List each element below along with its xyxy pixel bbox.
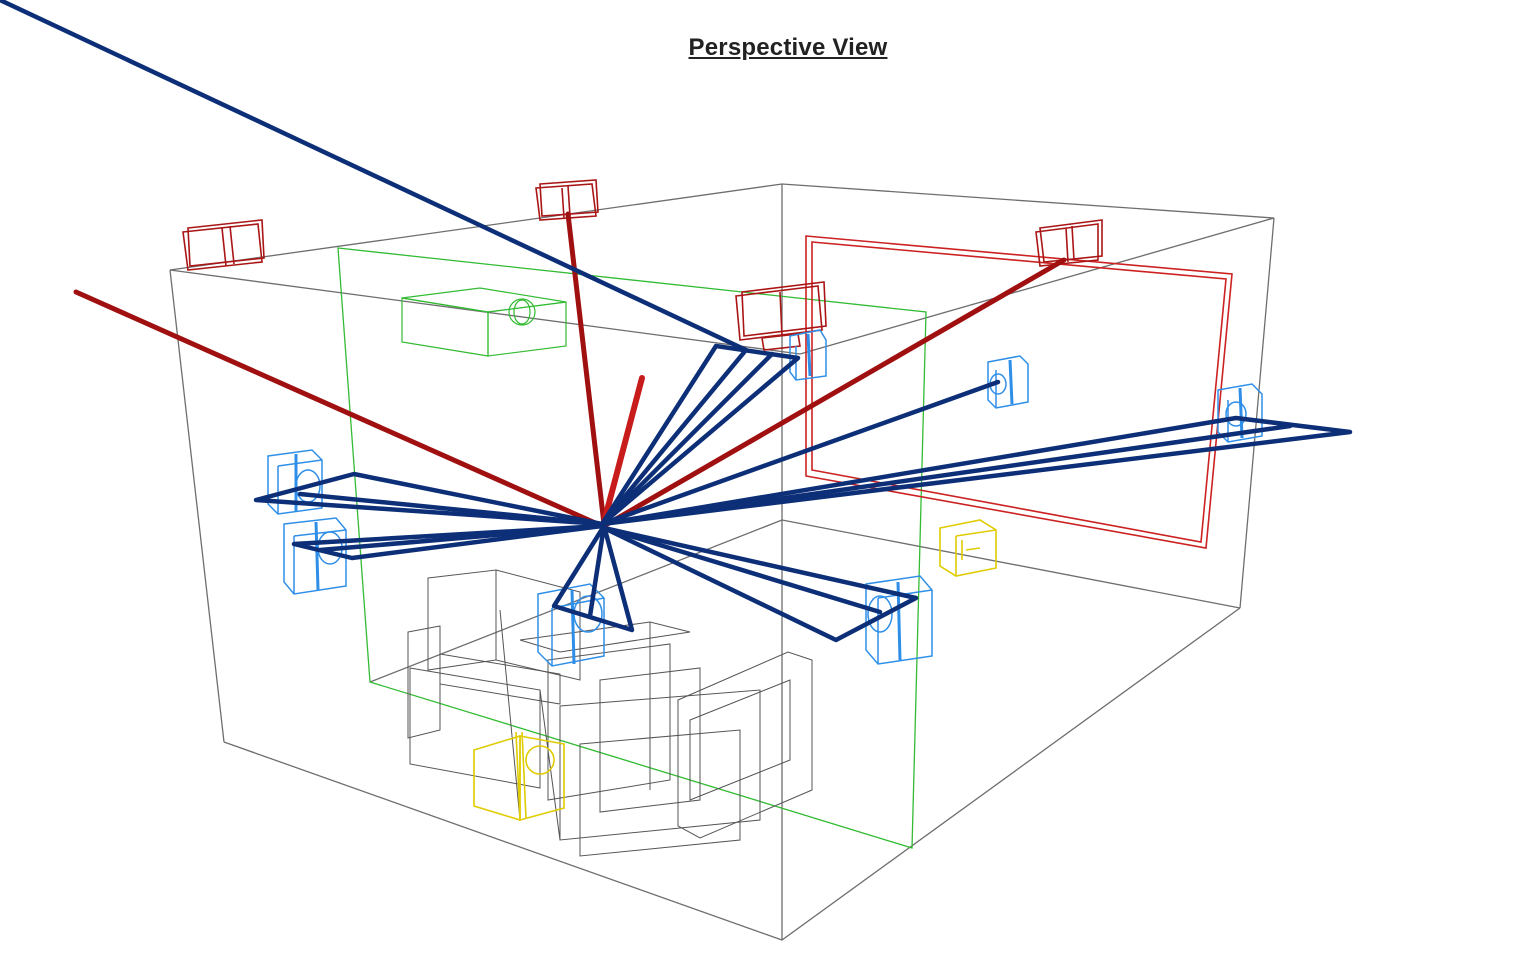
- sofa-back-row-2: [495, 569, 581, 681]
- ray-front-center: [565, 211, 607, 527]
- ray-surround-left-1-mid: [297, 491, 605, 527]
- ray-surround-center-mid: [587, 523, 607, 619]
- ray-far-right-mid: [599, 423, 1293, 527]
- front-speakers: [182, 179, 1103, 351]
- speaker-right-wall-icon: [987, 355, 1029, 409]
- ray-rear-top: [599, 343, 801, 527]
- subwoofer-floor-icon: [473, 731, 565, 822]
- side-chair-seat: [689, 679, 791, 801]
- room-ceiling-diagonal-2: [799, 217, 1275, 355]
- projector-side: [487, 301, 567, 357]
- subwoofer-wall-front: [939, 519, 997, 577]
- front-speaker-rays: [73, 211, 1067, 529]
- projector-lens: [508, 298, 536, 326]
- room-corner-right: [1239, 217, 1275, 609]
- speaker-rear-top-icon: [789, 329, 827, 381]
- ray-front-right: [601, 257, 1067, 529]
- projector-top: [401, 287, 567, 313]
- sofa-back-row-3: [407, 625, 441, 739]
- ray-front-left: [73, 289, 605, 529]
- front-wall-outline: [337, 247, 927, 849]
- speaker-height-center-icon: [735, 281, 827, 351]
- listener-position-icon: [600, 522, 606, 528]
- ray-surround-left-2-mid: [317, 523, 605, 553]
- ray-surround-right: [601, 525, 919, 643]
- subwoofer-wall-driver-2: [965, 547, 981, 551]
- ray-right-wall: [599, 379, 1001, 527]
- screen-frame-outer: [805, 235, 1233, 549]
- sofa-front-box-2: [599, 667, 701, 813]
- screen-frame-inner: [811, 241, 1227, 543]
- subwoofer-floor-driver: [515, 731, 521, 819]
- sofa-divider-2: [499, 609, 521, 821]
- projector-icon: [401, 287, 567, 357]
- ray-surround-left-1: [253, 471, 605, 527]
- ray-center-short: [601, 375, 645, 525]
- ray-rear-top-mid-2: [599, 347, 749, 527]
- subwoofer-floor-side: [519, 735, 565, 822]
- side-chair: [677, 651, 813, 839]
- sofa-front-long-2: [579, 729, 741, 857]
- room-corner-left: [169, 269, 225, 743]
- speaker-front-left-icon: [182, 219, 265, 271]
- subwoofer-wall-icon: [939, 519, 997, 577]
- subwoofer-floor-cone: [525, 745, 555, 775]
- page-title: Perspective View: [688, 34, 888, 61]
- front-wall-rectangle: [337, 247, 927, 849]
- sofa-middle: [409, 667, 541, 789]
- projector-lens-inner: [513, 299, 531, 325]
- ray-rear-top-mid-3: [599, 351, 775, 527]
- speaker-front-right-icon: [1035, 219, 1103, 267]
- sofa-middle-2: [439, 653, 561, 705]
- room-floor-diagonal: [369, 519, 783, 683]
- sofa-front-long: [559, 689, 761, 841]
- sofa-front-box: [547, 643, 671, 801]
- sofa-divider: [539, 689, 561, 841]
- speaker-front-center-icon: [535, 179, 599, 221]
- room-floor-diagonal-2: [781, 519, 1241, 609]
- ray-far-right: [599, 415, 1353, 527]
- room-back-edges: [169, 183, 1275, 271]
- sofa-seat: [519, 621, 691, 653]
- ray-rear-top-mid: [0, 0, 749, 353]
- ray-surround-right-mid: [601, 525, 883, 615]
- subwoofer-floor-driver-2: [521, 731, 527, 819]
- subwoofer-wall-edge-2: [955, 529, 997, 537]
- screen-frame: [805, 235, 1233, 549]
- ray-surround-center: [551, 523, 635, 633]
- room-back-floor-edges: [223, 607, 1241, 941]
- surround-speaker-rays: [0, 0, 1353, 643]
- seating-wireframes: [407, 569, 813, 857]
